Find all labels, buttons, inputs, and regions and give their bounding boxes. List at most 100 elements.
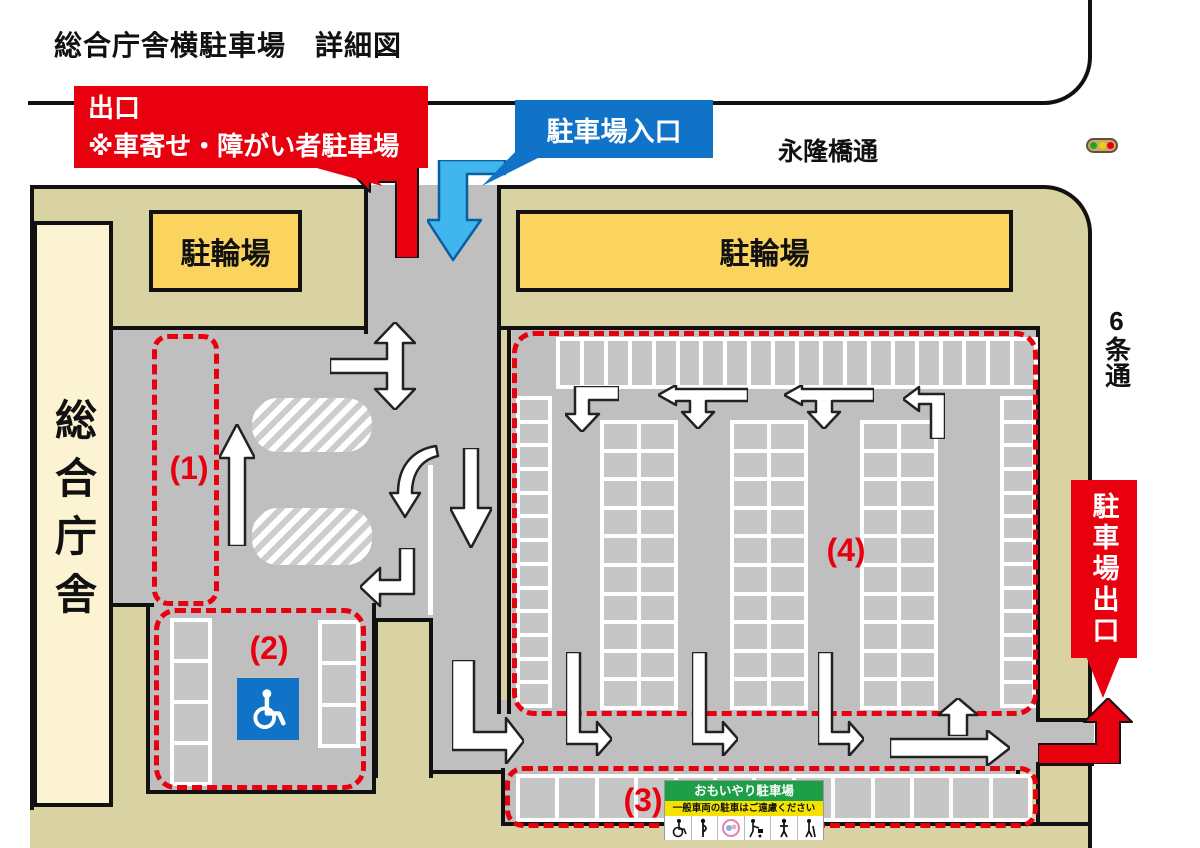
parking-stall (641, 624, 674, 649)
entrance-driveway (368, 185, 501, 334)
arrow-up-small-icon (938, 698, 978, 736)
parking-stall (734, 652, 767, 678)
parking-stall (322, 665, 356, 703)
zone3-label: (3) (623, 782, 663, 818)
bicycle-parking-right: 駐輪場 (516, 210, 1013, 292)
parking-stall (641, 595, 674, 621)
parking-stall (604, 509, 637, 535)
parking-stall (734, 538, 767, 563)
parking-stall (520, 518, 548, 539)
arrow-left-down-icon (565, 386, 619, 432)
bicycle-parking-left: 駐輪場 (149, 210, 302, 292)
street-name-right: 6条通 (1101, 306, 1132, 388)
parking-stall (953, 778, 989, 818)
parking-stall (174, 704, 208, 741)
parking-stall (771, 481, 804, 506)
arrow-up-left-icon (903, 385, 945, 439)
pregnant-icon (691, 816, 718, 840)
parking-stall (901, 481, 934, 506)
parking-stall (520, 542, 548, 562)
hatched-island (252, 508, 372, 565)
arrow-down-left-icon (360, 548, 416, 608)
parking-stall (901, 652, 934, 678)
parking-stall (520, 447, 548, 468)
parking-stall (604, 424, 637, 449)
parking-stall (734, 452, 767, 478)
parking-stall (1004, 613, 1032, 633)
parking-stall (679, 341, 700, 385)
stall-strip (318, 620, 360, 748)
parking-stall (775, 341, 796, 385)
parking-stall (727, 341, 748, 385)
parking-stall (598, 778, 635, 818)
arrow-down-right-icon (566, 652, 612, 756)
line (497, 185, 501, 714)
stall-strip (170, 618, 212, 786)
arrow-left-with-down-branch-icon (658, 385, 748, 429)
exit-callout: 出口 ※車寄せ・障がい者駐車場 (74, 86, 428, 168)
parking-stall (520, 423, 548, 444)
line (501, 768, 505, 826)
parking-stall (641, 652, 674, 678)
arrow-split-up-down-icon (330, 322, 416, 410)
person-with-cane-icon (797, 816, 823, 840)
arrow-down-right-large-icon (452, 660, 524, 764)
parking-stall (604, 566, 637, 592)
parking-stall (864, 424, 897, 449)
parking-stall (604, 538, 637, 563)
wheelchair-icon (665, 816, 692, 840)
arrow-left-with-down-branch-icon (784, 385, 874, 429)
parking-stall (607, 341, 628, 385)
zone4-outline (512, 331, 1038, 716)
parking-stall (520, 778, 556, 818)
parking-stall (913, 778, 950, 818)
arrow-up-icon (219, 424, 255, 546)
stall-strip (516, 396, 552, 708)
parking-stall (835, 778, 871, 818)
exit-right-callout-tail (1086, 656, 1120, 698)
parking-stall (641, 452, 674, 478)
exit-right-callout: 駐車場出口 (1071, 480, 1137, 658)
parking-stall (1004, 518, 1032, 539)
parking-stall (734, 624, 767, 649)
parking-stall (604, 452, 637, 478)
parking-stall (799, 341, 819, 385)
arrow-down-icon (450, 448, 492, 548)
parking-stall (520, 400, 548, 420)
parking-stall (655, 341, 676, 385)
parking-stall (520, 636, 548, 657)
maternity-mark-icon (718, 816, 745, 840)
parking-stall (771, 595, 804, 621)
parking-stall (771, 624, 804, 649)
parking-stall (559, 778, 595, 818)
parking-stall (864, 566, 897, 592)
parking-stall (901, 538, 934, 563)
parking-stall (1004, 542, 1032, 562)
parking-stall (174, 622, 208, 659)
parking-stall (1004, 423, 1032, 444)
parking-stall (604, 652, 637, 678)
parking-stall (1004, 471, 1032, 491)
parking-stall (734, 681, 767, 706)
parking-stall (520, 589, 548, 610)
parking-stall (520, 660, 548, 681)
line (364, 185, 368, 334)
parking-stall (771, 452, 804, 478)
line (1036, 718, 1094, 722)
parking-stall (174, 745, 208, 782)
arrow-right-icon (890, 730, 1010, 766)
parking-stall (641, 681, 674, 706)
parking-stall (520, 565, 548, 586)
parking-stall (864, 652, 897, 678)
sign-subtitle: 一般車両の駐車はご遠慮ください (665, 801, 823, 816)
parking-stall (901, 595, 934, 621)
line (433, 770, 505, 774)
zone2-outline (154, 608, 366, 790)
parent-with-stroller-icon (744, 816, 771, 840)
parking-stall (1004, 447, 1032, 468)
parking-stall (918, 341, 939, 385)
parking-stall (846, 341, 867, 385)
parking-stall (734, 481, 767, 506)
line (501, 326, 1040, 330)
